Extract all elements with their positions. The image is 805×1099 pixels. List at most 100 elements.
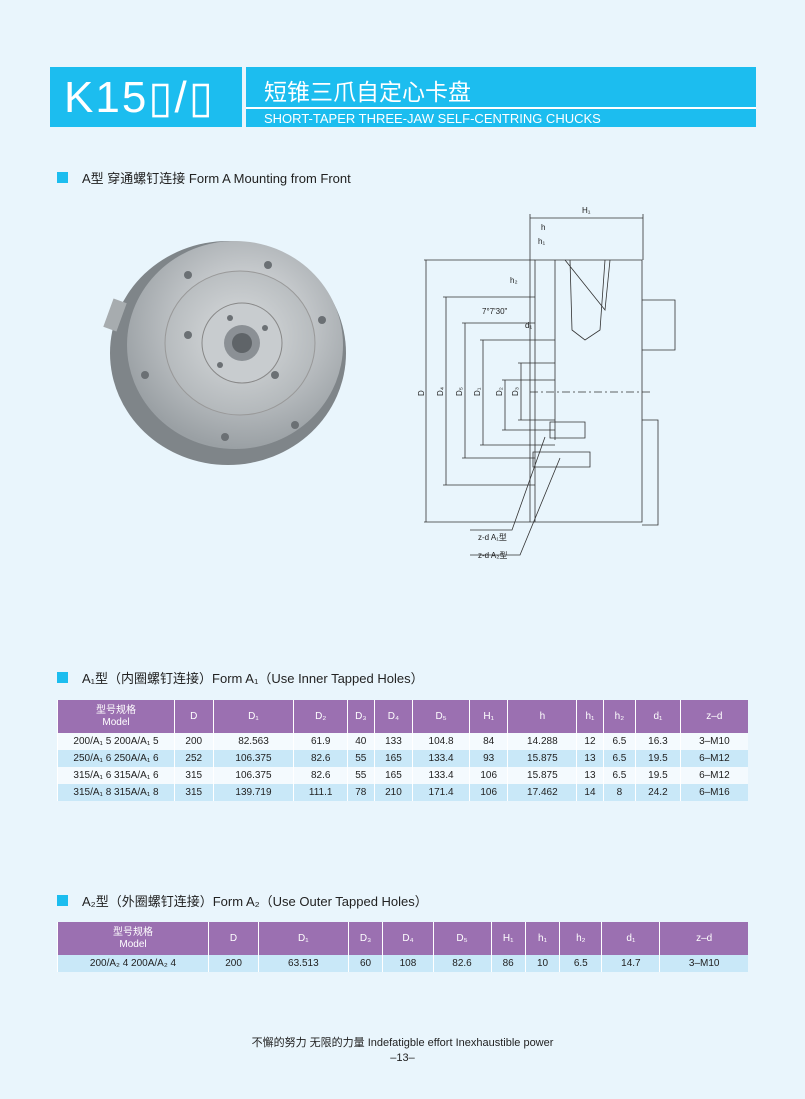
- table-cell: 82.6: [293, 750, 348, 767]
- column-header: z–d: [679, 700, 748, 733]
- label-h: h: [541, 223, 545, 232]
- table-cell: 252: [174, 750, 214, 767]
- column-header: D₅: [432, 922, 491, 955]
- table-cell: 14: [576, 784, 604, 801]
- label-d1: d₁: [525, 321, 532, 330]
- table-cell: 82.6: [432, 955, 491, 972]
- column-header: D₅: [412, 700, 470, 733]
- column-header: 型号规格 Model: [57, 922, 209, 955]
- label-H1: H₁: [582, 206, 591, 215]
- table-cell: 171.4: [412, 784, 470, 801]
- table-cell: 108: [382, 955, 434, 972]
- label-h2: h₂: [510, 276, 518, 285]
- table-cell: 139.719: [212, 784, 294, 801]
- table-cell: 200: [174, 733, 214, 750]
- label-D3: D₃: [511, 387, 520, 396]
- section-a2-heading: A₂型（外圈螺钉连接）Form A₂（Use Outer Tapped Hole…: [57, 891, 428, 910]
- table-cell: 315: [174, 784, 214, 801]
- table-cell: 6–M12: [679, 767, 748, 784]
- table-cell: 55: [346, 767, 375, 784]
- column-header: D₂: [293, 700, 348, 733]
- table-cell: 78: [346, 784, 375, 801]
- table-cell: 106: [468, 784, 508, 801]
- label-angle: 7°7'30": [482, 307, 508, 316]
- label-D2: D₂: [495, 387, 504, 396]
- table-cell: 14.7: [601, 955, 660, 972]
- label-D1: D₁: [473, 387, 482, 396]
- table-cell: 165: [373, 750, 413, 767]
- table-cell: 15.875: [507, 767, 577, 784]
- column-header: H₁: [468, 700, 508, 733]
- table-cell: 19.5: [635, 750, 681, 767]
- table-cell: 200/A₁ 5 200A/A₁ 5: [57, 733, 175, 750]
- label-h1: h₁: [538, 237, 545, 246]
- label-D4: D₄: [436, 387, 445, 396]
- table-cell: 60: [347, 955, 383, 972]
- table-cell: 55: [346, 750, 375, 767]
- section-a-heading: A型 穿通螺钉连接 Form A Mounting from Front: [57, 168, 351, 187]
- title-chinese: 短锥三爪自定心卡盘: [264, 79, 471, 105]
- table-cell: 61.9: [293, 733, 348, 750]
- table-cell: 111.1: [293, 784, 348, 801]
- table-cell: 104.8: [412, 733, 470, 750]
- table-cell: 6.5: [602, 767, 636, 784]
- bullet-square-icon: [57, 672, 68, 683]
- table-cell: 315: [174, 767, 214, 784]
- column-header: 型号规格 Model: [57, 700, 175, 733]
- table-cell: 210: [373, 784, 413, 801]
- column-header: d₁: [601, 922, 660, 955]
- column-header: D: [174, 700, 214, 733]
- table-cell: 6–M16: [679, 784, 748, 801]
- table-cell: 40: [346, 733, 375, 750]
- bullet-square-icon: [57, 172, 68, 183]
- product-code: K15▯/▯: [50, 67, 242, 127]
- table-cell: 82.563: [212, 733, 294, 750]
- table-cell: 3–M10: [679, 733, 748, 750]
- table-cell: 14.288: [507, 733, 577, 750]
- table-cell: 6.5: [559, 955, 602, 972]
- table-cell: 106: [468, 767, 508, 784]
- page-number: –13–: [390, 1052, 415, 1064]
- table-cell: 10: [524, 955, 560, 972]
- column-header: D₁: [258, 922, 349, 955]
- table-cell: 12: [576, 733, 604, 750]
- table-cell: 315/A₁ 6 315A/A₁ 6: [57, 767, 175, 784]
- chuck-body-outline: [534, 259, 643, 523]
- column-header: H₁: [490, 922, 526, 955]
- table-cell: 24.2: [635, 784, 681, 801]
- column-header: h₂: [602, 700, 636, 733]
- table-cell: 19.5: [635, 767, 681, 784]
- table-cell: 133.4: [412, 750, 470, 767]
- table-cell: 16.3: [635, 733, 681, 750]
- table-cell: 200/A₂ 4 200A/A₂ 4: [57, 955, 209, 972]
- table-cell: 165: [373, 767, 413, 784]
- table-cell: 200: [207, 955, 259, 972]
- column-header: z–d: [659, 922, 748, 955]
- table-cell: 6.5: [602, 750, 636, 767]
- table-cell: 106.375: [212, 750, 294, 767]
- label-D: D: [417, 390, 426, 396]
- column-header: d₁: [635, 700, 681, 733]
- title-english: SHORT-TAPER THREE-JAW SELF-CENTRING CHUC…: [264, 111, 601, 126]
- column-header: D₄: [373, 700, 413, 733]
- table-cell: 8: [602, 784, 636, 801]
- column-header: D₃: [347, 922, 383, 955]
- bullet-square-icon: [57, 895, 68, 906]
- column-header: D₄: [382, 922, 434, 955]
- table-cell: 63.513: [258, 955, 349, 972]
- table-cell: 250/A₁ 6 250A/A₁ 6: [57, 750, 175, 767]
- technical-drawing: H₁ h h₁ h₂ 7°7'30" d₁ D D₄ D₅ D₁ D₂ D₃ z…: [417, 206, 676, 560]
- label-zd-a1: z-d A₁型: [478, 533, 507, 542]
- section-title: A₂型（外圈螺钉连接）Form A₂（Use Outer Tapped Hole…: [82, 894, 428, 909]
- label-zd-a2: z-d A₂型: [478, 551, 507, 560]
- section-title: A型 穿通螺钉连接 Form A Mounting from Front: [82, 171, 351, 186]
- table-cell: 133: [373, 733, 413, 750]
- footer-slogan: 不懈的努力 无限的力量 Indefatigble effort Inexhaus…: [251, 1037, 554, 1049]
